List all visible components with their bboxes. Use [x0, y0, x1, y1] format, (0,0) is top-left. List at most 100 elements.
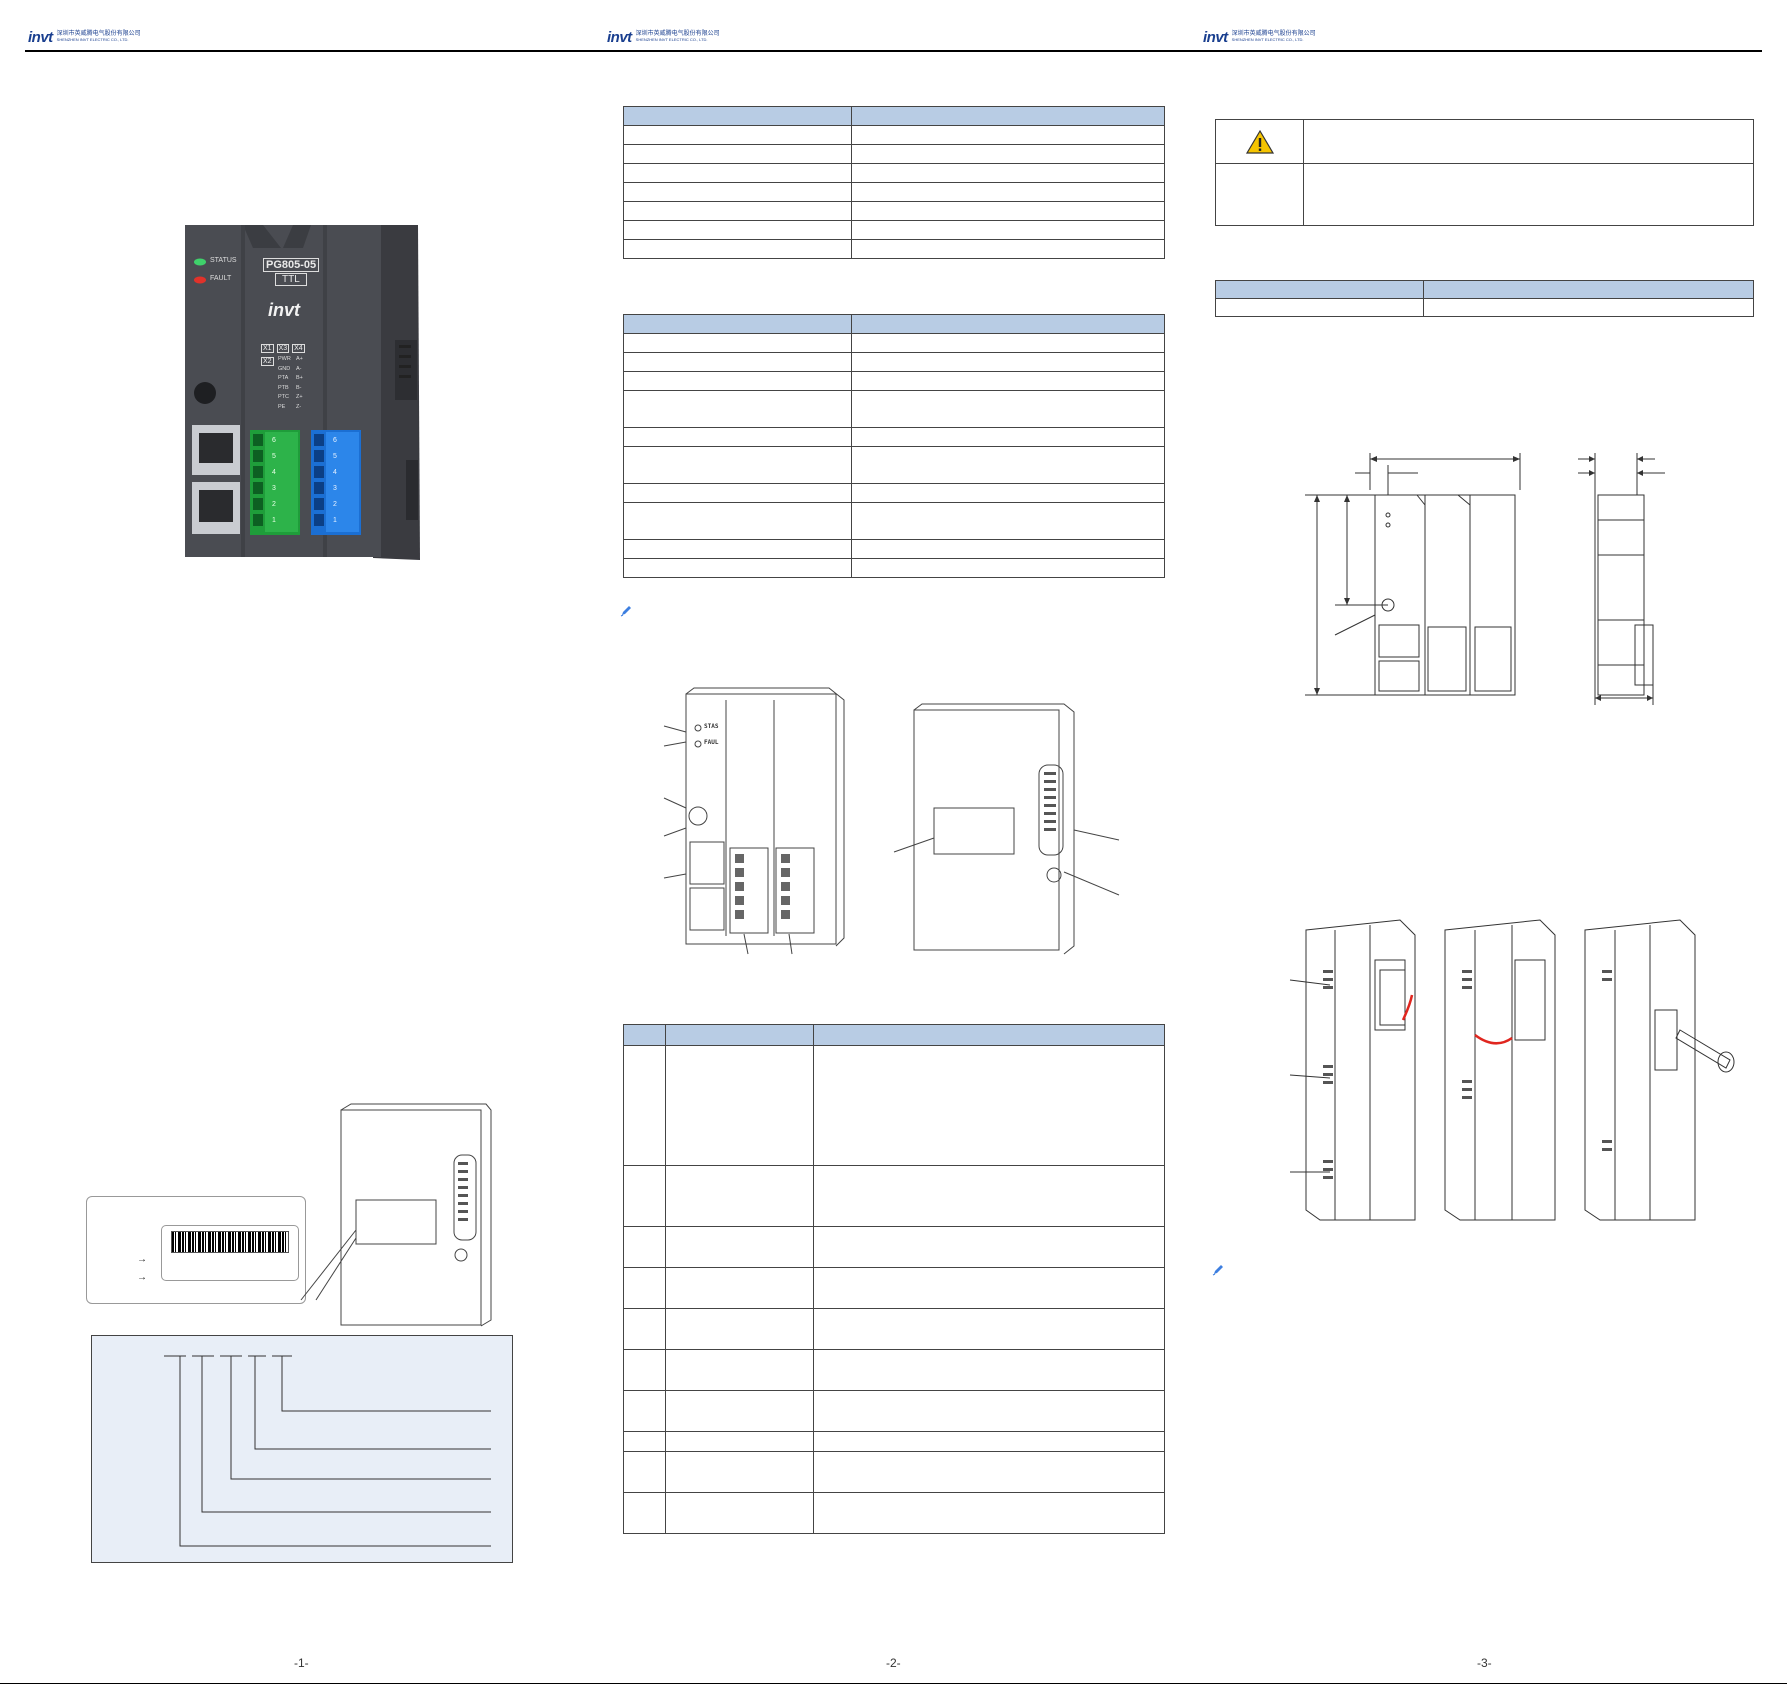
- company-name-en: SHENZHEN INVT ELECTRIC CO., LTD.: [56, 37, 129, 42]
- company-name-en: SHENZHEN INVT ELECTRIC CO., LTD.: [635, 37, 708, 42]
- model-code-panel: [91, 1335, 513, 1563]
- table-row: [623, 502, 1165, 540]
- terminal-number: 4: [272, 469, 276, 476]
- table-row: [1215, 119, 1754, 164]
- terminal-number: 5: [333, 453, 337, 460]
- x3-pin: PTC: [278, 394, 289, 401]
- invt-logo-mark: invt: [1203, 28, 1228, 46]
- module-front-drawing: STAS FAUL: [663, 686, 859, 956]
- terminal-number: 6: [333, 437, 337, 444]
- x3-pin-list: PWR GND PTA PTB PTC PE: [278, 355, 291, 413]
- table-row: [623, 1451, 1165, 1493]
- module-rear-drawing-1: [296, 1100, 506, 1330]
- table-header-cell: [623, 314, 852, 334]
- x4-pin: Z-: [296, 403, 302, 410]
- led-status-label: STATUS: [210, 257, 237, 264]
- spec-table-2: [623, 314, 1165, 578]
- terminal-number: 3: [272, 485, 276, 492]
- x3-pin: PTA: [278, 375, 289, 382]
- table-header-cell: [665, 1024, 814, 1046]
- table-row: [623, 1492, 1165, 1534]
- warning-icon-cell: [1215, 119, 1304, 164]
- terminal-number: 3: [333, 485, 337, 492]
- green-terminal-number-list: 6 5 4 3 2 1: [270, 433, 278, 529]
- led-fault-label: FAUL: [704, 739, 719, 746]
- terminal-number: 2: [333, 501, 337, 508]
- x4-pin: Z+: [296, 394, 303, 401]
- table-header-cell: [851, 314, 1165, 334]
- page-number-3: -3-: [1477, 1656, 1492, 1670]
- x3-pin: PWR: [278, 356, 291, 362]
- company-name-cn: 深圳市英威腾电气股份有限公司: [635, 31, 720, 37]
- installation-drawings: [1289, 910, 1740, 1230]
- footer-rule: [0, 1683, 1787, 1684]
- table-row: [623, 1165, 1165, 1227]
- dimension-drawing: [1295, 435, 1685, 745]
- table-row: [623, 352, 1165, 372]
- company-name-en: SHENZHEN INVT ELECTRIC CO., LTD.: [1231, 37, 1304, 42]
- module-rear-drawing-2: [893, 700, 1124, 960]
- table-row: [1215, 163, 1754, 226]
- table-row: [623, 558, 1165, 578]
- x4-pin: A-: [296, 365, 302, 372]
- table-header-cell: [623, 1024, 666, 1046]
- x3-pin: PTB: [278, 384, 289, 391]
- spec-table-3: [1215, 280, 1754, 317]
- table-row: [623, 1045, 1165, 1166]
- table-header-cell: [1215, 280, 1424, 299]
- invt-logo-mark: invt: [607, 28, 632, 46]
- pencil-note-icon: [620, 604, 632, 617]
- blue-terminal-number-list: 6 5 4 3 2 1: [331, 433, 339, 529]
- table-row: [623, 1308, 1165, 1350]
- warning-triangle-icon: [1245, 129, 1274, 154]
- table-row: [623, 125, 1165, 145]
- x3-pin: PE: [278, 403, 286, 410]
- table-row: [623, 483, 1165, 503]
- invt-logo-mark: invt: [28, 28, 53, 46]
- table-row: [623, 1226, 1165, 1268]
- table-header-row: [623, 314, 1165, 334]
- x3-pin: GND: [278, 365, 291, 372]
- header-rule: [25, 50, 1762, 52]
- port-label-x2: X2: [261, 357, 274, 366]
- table-row: [623, 1390, 1165, 1432]
- terminal-number: 4: [333, 469, 337, 476]
- table-row: [623, 1431, 1165, 1452]
- terminal-number: 2: [272, 501, 276, 508]
- table-row: [1215, 298, 1754, 317]
- company-name-cn: 深圳市英威腾电气股份有限公司: [1231, 31, 1316, 37]
- table-header-row: [1215, 280, 1754, 299]
- port-labels: X1 X3 X4: [261, 344, 305, 353]
- led-fault-label: FAULT: [210, 275, 232, 282]
- table-row: [623, 539, 1165, 559]
- table-header-cell: [623, 106, 852, 126]
- barcode-image: [171, 1231, 289, 1253]
- terminal-number: 6: [272, 437, 276, 444]
- table-header-cell: [1423, 280, 1754, 299]
- nameplate-inner: [161, 1225, 299, 1281]
- brand-label: invt: [268, 300, 301, 320]
- arrow-icon: →: [137, 1272, 147, 1283]
- table-row: [623, 333, 1165, 353]
- warning-table: [1215, 119, 1754, 226]
- arrow-icon: →: [137, 1254, 147, 1265]
- table-header-cell: [851, 106, 1165, 126]
- terminal-number: 5: [272, 453, 276, 460]
- table-row: [623, 220, 1165, 240]
- port-label-x1: X1: [261, 344, 274, 353]
- terminal-number: 1: [333, 517, 337, 524]
- table-header-row: [623, 106, 1165, 126]
- x4-pin: A+: [296, 356, 303, 362]
- spec-table-1: [623, 106, 1165, 259]
- terminal-number: 1: [272, 517, 276, 524]
- table-header-row: [623, 1024, 1165, 1046]
- x4-pin: B-: [296, 384, 302, 391]
- table-row: [623, 182, 1165, 202]
- company-name-cn: 深圳市英威腾电气股份有限公司: [56, 31, 141, 37]
- model-label: PG805-05: [263, 258, 320, 272]
- pencil-note-icon: [1212, 1263, 1224, 1276]
- table-row: [623, 371, 1165, 391]
